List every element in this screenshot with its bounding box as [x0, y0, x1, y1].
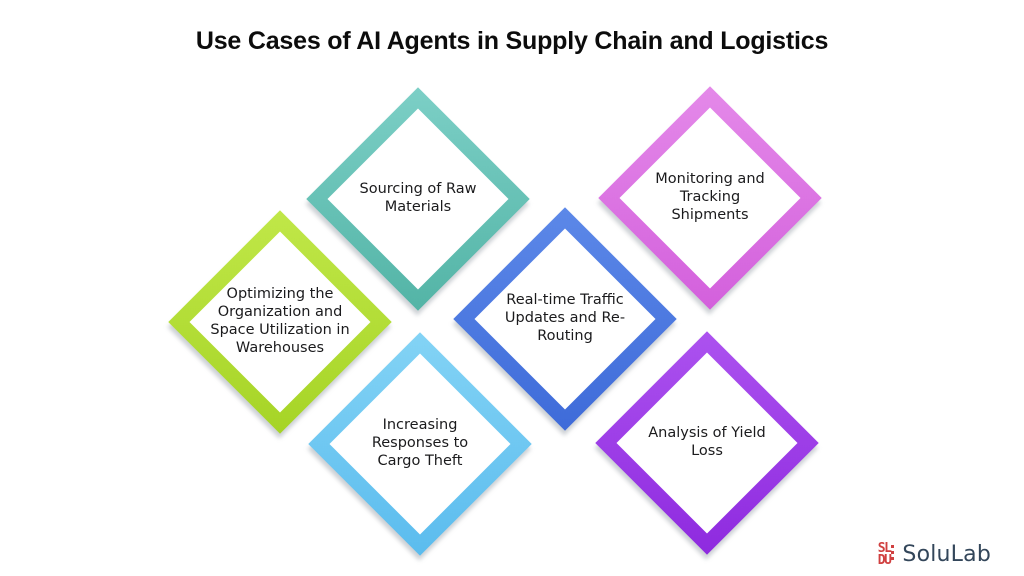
diamond-analysis-of-yield-loss: Analysis of Yield Loss	[592, 328, 822, 558]
diamond-increasing-responses-cargo-theft: Increasing Responses to Cargo Theft	[305, 329, 535, 559]
diamond-label: Optimizing the Organization and Space Ut…	[210, 286, 350, 356]
solulab-mark-row-bottom: DU	[877, 552, 892, 568]
solulab-logo-text: SoluLab	[902, 542, 991, 567]
solulab-mark-icon: SL DU	[877, 541, 895, 568]
solulab-logo: SL DU SoluLab	[878, 542, 991, 567]
solulab-mark-row-top: SL	[877, 541, 892, 556]
diamond-monitoring-tracking-shipments: Monitoring and Tracking Shipments	[595, 83, 825, 313]
diamond-label: Sourcing of Raw Materials	[359, 181, 477, 215]
diamond-optimizing-warehouse-space: Optimizing the Organization and Space Ut…	[165, 207, 395, 437]
diamond-label: Real-time Traffic Updates and Re- Routin…	[504, 292, 626, 344]
page-title: Use Cases of AI Agents in Supply Chain a…	[195, 27, 829, 55]
diamond-label: Analysis of Yield Loss	[648, 425, 766, 459]
diamond-label: Increasing Responses to Cargo Theft	[371, 417, 469, 469]
diamond-sourcing-raw-materials: Sourcing of Raw Materials	[303, 84, 533, 314]
diamond-real-time-traffic-rerouting: Real-time Traffic Updates and Re- Routin…	[450, 204, 680, 434]
diamond-label: Monitoring and Tracking Shipments	[655, 171, 765, 223]
